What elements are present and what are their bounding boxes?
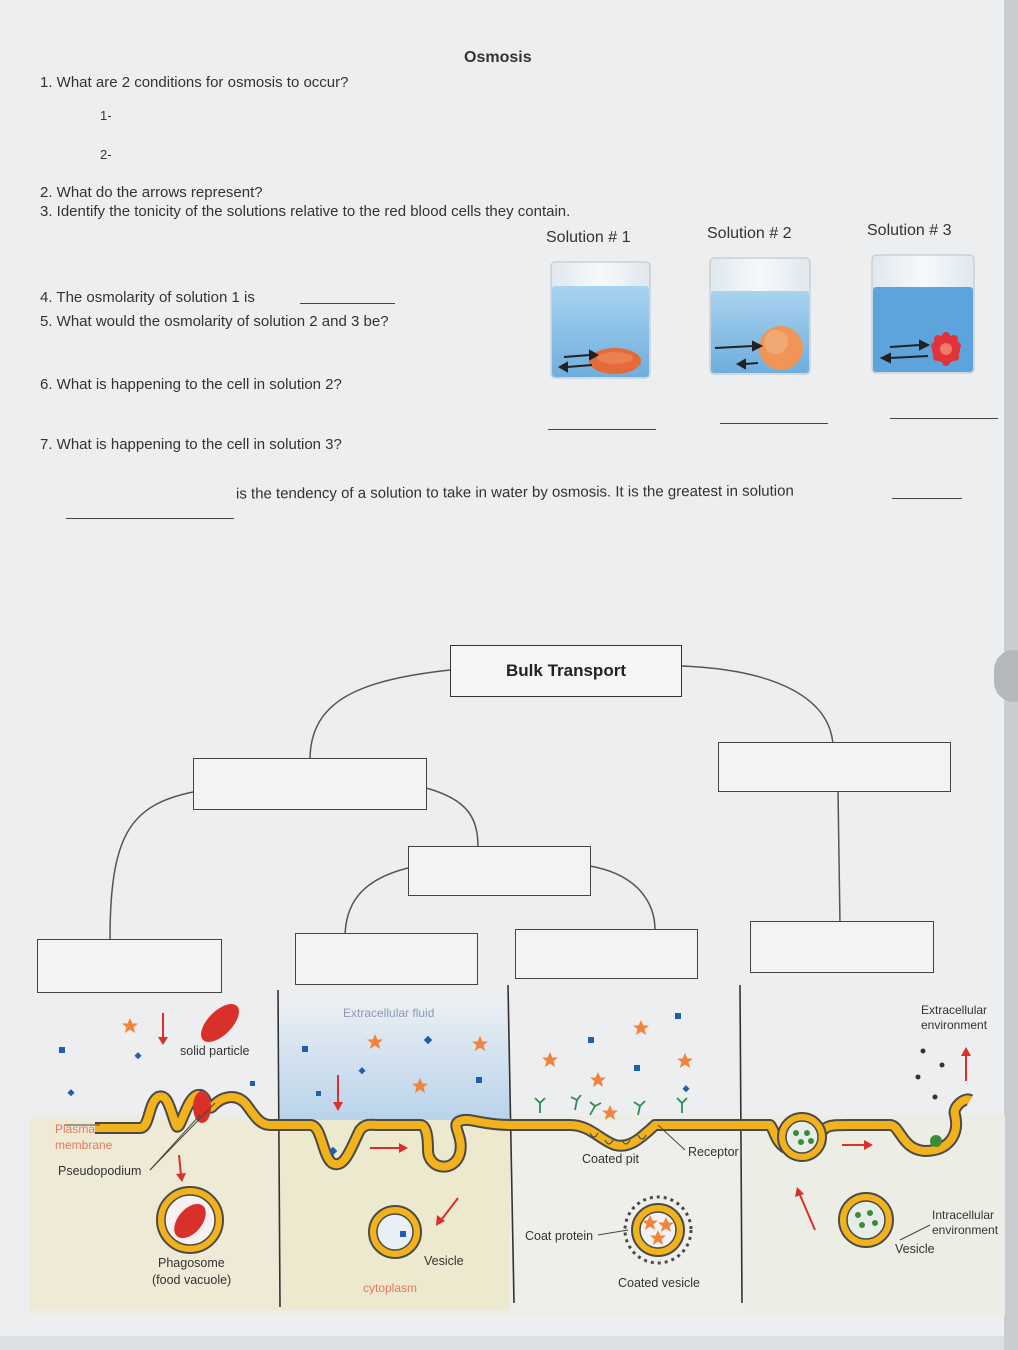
solution-3-tonicity-blank[interactable] xyxy=(890,418,998,419)
question-1: 1. What are 2 conditions for osmosis to … xyxy=(40,74,348,91)
pinocytic-vesicle xyxy=(369,1206,421,1258)
label-plasma: Plasma xyxy=(55,1122,95,1136)
solution-1-label: Solution # 1 xyxy=(546,229,631,247)
label-phagosome: Phagosome xyxy=(158,1256,225,1270)
answer-box-receptor-mediated[interactable] xyxy=(515,929,698,979)
label-membrane: membrane xyxy=(55,1138,112,1152)
solution-2-label: Solution # 2 xyxy=(707,225,792,243)
question-1-answer-1-label: 1- xyxy=(100,108,112,123)
answer-box-level1-right[interactable] xyxy=(718,742,951,792)
answer-box-level1-left[interactable] xyxy=(193,758,427,810)
label-food-vacuole: (food vacuole) xyxy=(152,1273,231,1287)
label-extracellular-fluid: Extracellular fluid xyxy=(343,1006,434,1020)
label-vesicle-right: Vesicle xyxy=(895,1242,935,1256)
label-coated-vesicle: Coated vesicle xyxy=(618,1276,700,1290)
solution-1-tonicity-blank[interactable] xyxy=(548,429,656,430)
label-coated-pit: Coated pit xyxy=(582,1152,639,1166)
question-4: 4. The osmolarity of solution 1 is xyxy=(40,289,255,306)
solution-3-label: Solution # 3 xyxy=(867,222,952,240)
beakers-illustration xyxy=(540,250,1010,390)
label-extracellular: Extracellular xyxy=(921,1003,987,1017)
label-vesicle-mid: Vesicle xyxy=(424,1254,464,1268)
label-cytoplasm: cytoplasm xyxy=(363,1281,417,1295)
answer-box-exocytosis[interactable] xyxy=(750,921,934,973)
label-receptor: Receptor xyxy=(688,1145,739,1159)
question-1-answer-2-label: 2- xyxy=(100,147,112,162)
question-6: 6. What is happening to the cell in solu… xyxy=(40,376,342,393)
label-solid-particle: solid particle xyxy=(180,1044,249,1058)
question-7: 7. What is happening to the cell in solu… xyxy=(40,436,342,453)
answer-box-level2[interactable] xyxy=(408,846,591,896)
solution-2-tonicity-blank[interactable] xyxy=(720,423,828,424)
tendency-solution-blank[interactable] xyxy=(892,498,962,499)
solid-particle-shape xyxy=(195,998,246,1049)
exocytic-vesicle-fusing xyxy=(778,1113,826,1161)
osmolarity-blank[interactable] xyxy=(300,303,395,304)
tendency-term-blank[interactable] xyxy=(66,518,234,519)
beaker-3 xyxy=(872,255,974,373)
label-intracellular-environment: environment xyxy=(932,1223,998,1237)
label-coat-protein: Coat protein xyxy=(525,1229,593,1243)
secretory-vesicle xyxy=(839,1193,893,1247)
beaker-2 xyxy=(710,258,810,374)
label-extracellular-environment: environment xyxy=(921,1018,987,1032)
page-title: Osmosis xyxy=(464,49,532,67)
label-pseudopodium: Pseudopodium xyxy=(58,1164,141,1178)
bulk-transport-box: Bulk Transport xyxy=(450,645,682,697)
question-3: 3. Identify the tonicity of the solution… xyxy=(40,203,570,220)
question-2: 2. What do the arrows represent? xyxy=(40,184,263,201)
tendency-sentence: is the tendency of a solution to take in… xyxy=(236,483,794,503)
label-intracellular: Intracellular xyxy=(932,1208,994,1222)
question-5: 5. What would the osmolarity of solution… xyxy=(40,313,389,330)
beaker-1 xyxy=(551,262,650,378)
phagosome xyxy=(157,1187,223,1253)
answer-box-pinocytosis[interactable] xyxy=(295,933,478,985)
